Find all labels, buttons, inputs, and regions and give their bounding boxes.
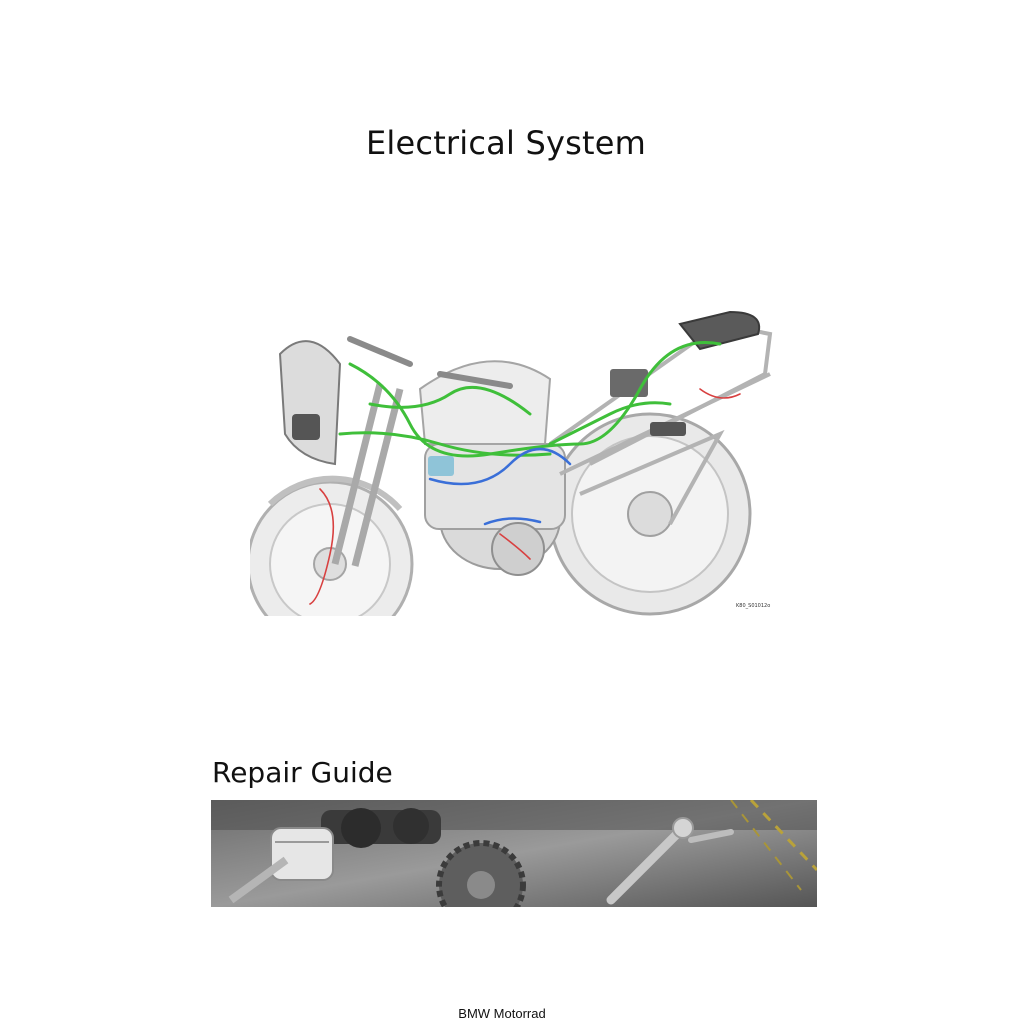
ratchet-wrench xyxy=(606,817,734,905)
banner-drawing xyxy=(211,800,817,907)
document-subtitle: Repair Guide xyxy=(212,756,393,789)
gear xyxy=(436,840,526,907)
motorcycle-wiring-illustration xyxy=(250,294,786,616)
silencer-box xyxy=(650,422,686,436)
green-wiring-harness xyxy=(338,341,722,458)
blue-wiring-harness xyxy=(428,447,572,526)
publisher-footer: BMW Motorrad xyxy=(458,1006,546,1021)
front-fork xyxy=(331,383,404,567)
headlight xyxy=(292,414,320,440)
rear-wheel xyxy=(548,412,752,616)
tail-light xyxy=(678,310,761,351)
crankshaft xyxy=(321,808,441,848)
relay-box xyxy=(428,456,454,476)
piston xyxy=(228,827,334,904)
front-fairing xyxy=(278,340,342,466)
engine-parts-banner xyxy=(211,800,817,907)
red-wiring-harness xyxy=(309,388,741,605)
handlebars xyxy=(347,336,513,389)
document-title: Electrical System xyxy=(366,124,646,162)
figure-code: K80_S01012o xyxy=(736,603,771,609)
motorcycle-wiring-drawing xyxy=(250,310,773,616)
